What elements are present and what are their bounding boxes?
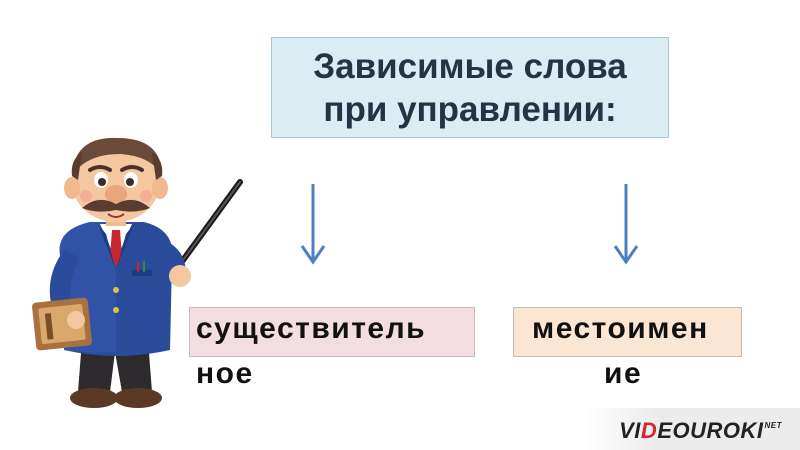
pronoun-box [513, 307, 742, 357]
watermark-part-1: VI [619, 418, 641, 443]
title-line-2: при управлении: [323, 89, 617, 129]
pronoun-text-line-1: местоимен [532, 312, 709, 345]
noun-text-line-1: существитель [196, 312, 427, 345]
noun-text-line-2: ное [196, 357, 254, 390]
teacher-illustration [32, 137, 243, 408]
watermark-part-4: NET [764, 421, 782, 430]
watermark-part-2: D [640, 418, 658, 443]
noun-box [189, 307, 475, 357]
title-line-1: Зависимые слова [313, 46, 627, 86]
title-text: Зависимые слова при управлении: [313, 45, 627, 131]
pronoun-text-line-2: ие [604, 357, 643, 390]
arrow-down-right-icon [613, 184, 639, 265]
watermark-part-3: EOUROKI [657, 418, 764, 443]
arrow-down-left-icon [300, 184, 326, 265]
title-box: Зависимые слова при управлении: [271, 37, 669, 138]
watermark-band [580, 408, 800, 450]
watermark-logo: VIDEOUROKINET [619, 418, 782, 444]
